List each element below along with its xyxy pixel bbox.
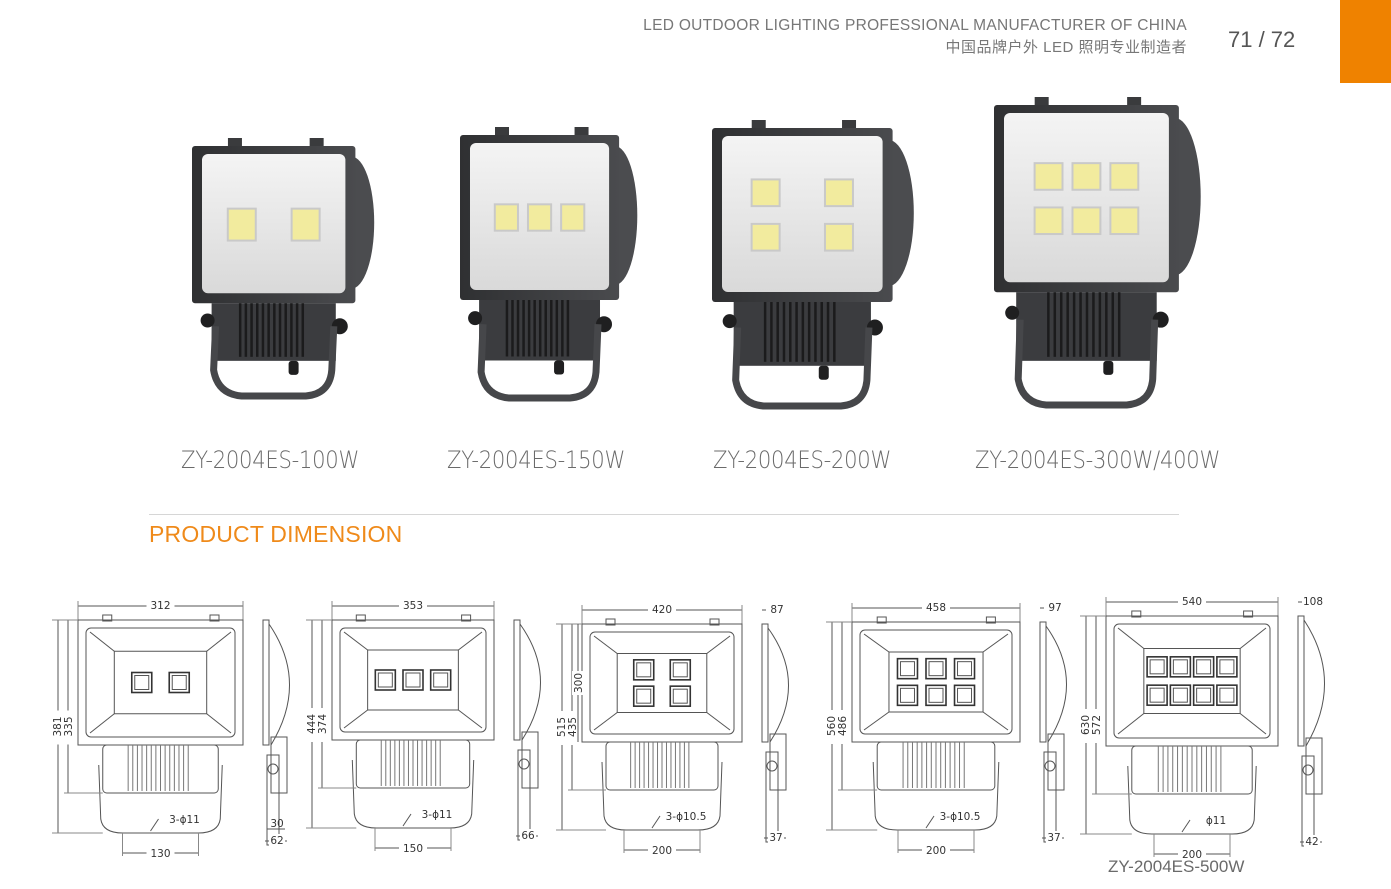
svg-text:200: 200	[926, 845, 946, 857]
footer-model-label: ZY-2004ES-500W	[1108, 857, 1245, 876]
svg-text:381: 381	[52, 716, 64, 736]
svg-text:3-ϕ11: 3-ϕ11	[422, 809, 453, 821]
svg-text:458: 458	[926, 602, 946, 614]
svg-text:3-ϕ11: 3-ϕ11	[169, 814, 200, 826]
orange-page-tab	[1340, 0, 1391, 83]
svg-text:374: 374	[317, 714, 329, 734]
svg-text:3-ϕ10.5: 3-ϕ10.5	[940, 811, 981, 823]
svg-text:486: 486	[837, 716, 849, 736]
model-label-150w: ZY-2004ES-150W	[447, 446, 626, 474]
product-photo-2	[712, 120, 922, 415]
svg-text:300: 300	[573, 673, 585, 693]
svg-text:540: 540	[1182, 596, 1202, 608]
svg-text:62: 62	[270, 835, 283, 847]
svg-text:37: 37	[769, 832, 782, 844]
svg-text:3-ϕ10.5: 3-ϕ10.5	[666, 811, 707, 823]
product-photo-3	[994, 97, 1209, 414]
svg-text:335: 335	[63, 716, 75, 736]
model-label-300w-400w: ZY-2004ES-300W/400W	[975, 446, 1221, 474]
svg-text:312: 312	[150, 600, 170, 612]
product-photo-1	[460, 127, 645, 407]
svg-text:420: 420	[652, 604, 672, 616]
svg-text:200: 200	[1182, 849, 1202, 861]
svg-text:130: 130	[150, 848, 170, 860]
section-divider	[149, 514, 1179, 515]
header-tagline-cn: 中国品牌户外 LED 照明专业制造者	[945, 39, 1187, 56]
svg-text:150: 150	[403, 843, 423, 855]
model-label-100w: ZY-2004ES-100W	[181, 446, 360, 474]
svg-text:37: 37	[1047, 832, 1060, 844]
model-label-200w: ZY-2004ES-200W	[713, 446, 892, 474]
page-number: 71 / 72	[1228, 27, 1296, 52]
section-title: PRODUCT DIMENSION	[149, 521, 403, 547]
svg-text:353: 353	[403, 600, 423, 612]
svg-text:87: 87	[770, 604, 783, 616]
svg-text:560: 560	[826, 716, 838, 736]
svg-text:108: 108	[1303, 596, 1323, 608]
svg-text:ϕ11: ϕ11	[1206, 815, 1226, 827]
svg-text:572: 572	[1091, 715, 1103, 735]
svg-text:444: 444	[306, 714, 318, 734]
svg-text:42: 42	[1305, 836, 1318, 848]
svg-text:515: 515	[556, 717, 568, 737]
header-tagline-en: LED OUTDOOR LIGHTING PROFESSIONAL MANUFA…	[643, 17, 1187, 34]
svg-text:630: 630	[1080, 715, 1092, 735]
svg-text:30: 30	[270, 818, 283, 830]
product-photo-0	[192, 138, 382, 405]
svg-text:435: 435	[567, 717, 579, 737]
svg-text:200: 200	[652, 845, 672, 857]
svg-text:97: 97	[1048, 602, 1061, 614]
svg-text:66: 66	[521, 830, 535, 842]
